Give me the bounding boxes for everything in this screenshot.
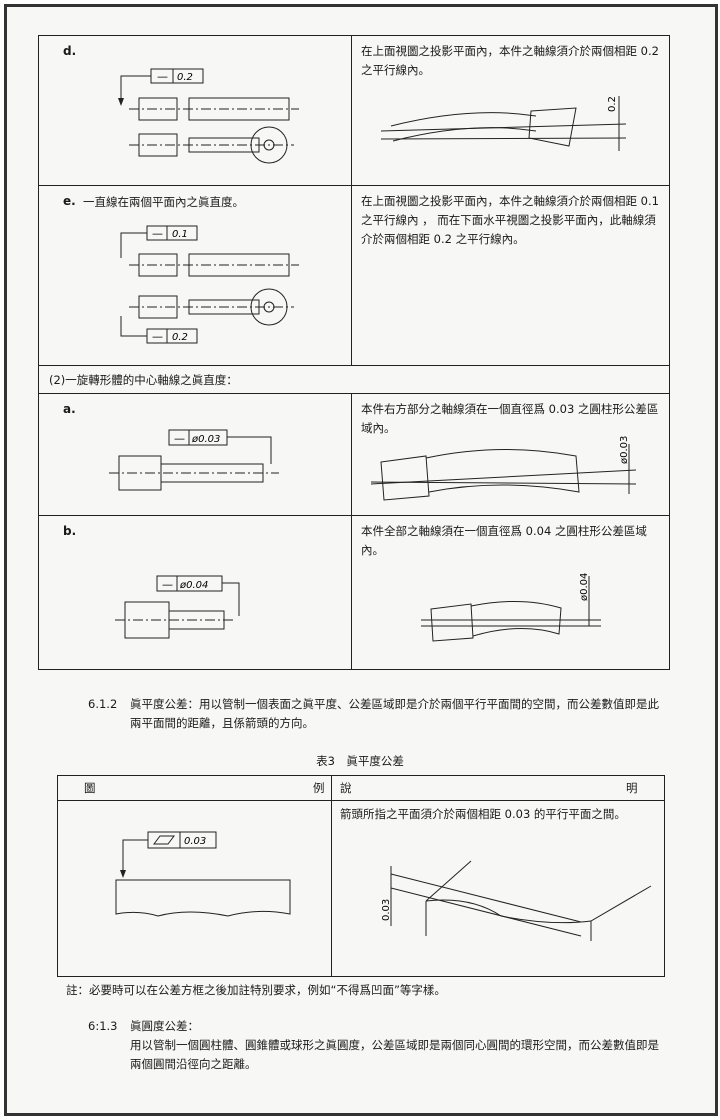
drawing-flatness: 0.03 (115, 831, 291, 917)
svg-text:—: — (152, 330, 163, 343)
note: 註：必要時可以在公差方框之後加註特別要求，例如“不得爲凹面”等字樣。 (66, 983, 446, 997)
drawing-d: — 0.2 (118, 68, 299, 164)
row-description: 本件右方部分之軸線須在一個直徑爲 0.03 之圓柱形公差區域內。 (361, 402, 659, 435)
diagram-a: ø0.03 (370, 436, 637, 501)
row-description: 在上面視圖之投影平面內，本件之軸線須介於兩個相距 0.2 之平行線內。 (361, 44, 659, 77)
row-description: 箭頭所指之平面須介於兩個相距 0.03 的平行平面之間。 (340, 807, 626, 821)
table-row-b: b. 本件全部之軸線須在一個直徑爲 0.04 之圓柱形公差區域內。 — ø0.0… (39, 516, 669, 669)
svg-text:—: — (152, 227, 163, 240)
header-cell: 明 (626, 781, 638, 795)
diagram-d: 0.2 (380, 96, 627, 151)
header-cell: 圖 (84, 781, 96, 795)
flatness-table: 圖 例 說 明 箭頭所指之平面須介於兩個相距 0.03 的平行平面之間。 0.0… (57, 775, 665, 977)
svg-text:ø0.04: ø0.04 (579, 573, 590, 601)
row-description: 本件全部之軸線須在一個直徑爲 0.04 之圓柱形公差區域內。 (361, 524, 647, 557)
header-cell: 說 (340, 781, 352, 795)
svg-text:0.2: 0.2 (172, 332, 188, 343)
section-row: (2)一旋轉形體的中心軸線之眞直度： (39, 366, 669, 394)
table-row-e: e. 一直線在兩個平面內之眞直度。 在上面視圖之投影平面內，本件之軸線須介於兩個… (39, 186, 669, 366)
section-number: 6.1.2 (88, 697, 118, 711)
diagram-flatness: 0.03 (381, 860, 652, 941)
table-row-d: d. 在上面視圖之投影平面內，本件之軸線須介於兩個相距 0.2 之平行線內。 —… (39, 36, 669, 186)
table-caption: 表3 眞平度公差 (316, 754, 404, 768)
table-header: 圖 例 說 明 (58, 776, 664, 801)
svg-text:0.2: 0.2 (607, 96, 618, 112)
row-label: e. (63, 194, 76, 208)
straightness-table: d. 在上面視圖之投影平面內，本件之軸線須介於兩個相距 0.2 之平行線內。 —… (38, 35, 670, 670)
svg-text:—: — (162, 578, 173, 591)
svg-text:—: — (157, 70, 168, 83)
section-title: 眞圓度公差： (130, 1019, 199, 1033)
svg-text:0.03: 0.03 (381, 899, 392, 921)
svg-text:0.03: 0.03 (184, 836, 206, 847)
svg-text:ø0.04: ø0.04 (179, 580, 208, 591)
svg-text:—: — (174, 432, 185, 445)
diagram-b: ø0.04 (421, 573, 601, 642)
header-cell: 例 (313, 781, 325, 795)
svg-text:ø0.03: ø0.03 (619, 436, 630, 464)
section-number: 6:1.3 (88, 1019, 118, 1033)
row-label: b. (63, 524, 77, 538)
drawing-e: — 0.1 — 0.2 (120, 225, 299, 344)
drawing-a: — ø0.03 (109, 429, 279, 491)
section-heading: (2)一旋轉形體的中心軸線之眞直度： (49, 373, 238, 387)
page-frame (4, 4, 718, 1116)
svg-text:0.2: 0.2 (177, 72, 193, 83)
row-description: 在上面視圖之投影平面內，本件之軸線須介於兩個相距 0.1 之平行線內 ， 而在下… (361, 194, 659, 246)
row-title: 一直線在兩個平面內之眞直度。 (83, 195, 244, 209)
row-label: d. (63, 44, 77, 58)
svg-text:ø0.03: ø0.03 (191, 434, 220, 445)
section-612-text: 眞平度公差：用以管制一個表面之眞平度、公差區域即是介於兩個平行平面間的空間，而公… (130, 697, 659, 730)
drawing-b: — ø0.04 (115, 575, 240, 639)
table-row-a: a. 本件右方部分之軸線須在一個直徑爲 0.03 之圓柱形公差區域內。 — ø0… (39, 394, 669, 516)
svg-text:0.1: 0.1 (172, 229, 188, 240)
section-613-text: 用以管制一個圓柱體、圓錐體或球形之眞圓度，公差區域即是兩個同心圓間的環形空間，而… (130, 1038, 659, 1071)
row-label: a. (63, 402, 76, 416)
